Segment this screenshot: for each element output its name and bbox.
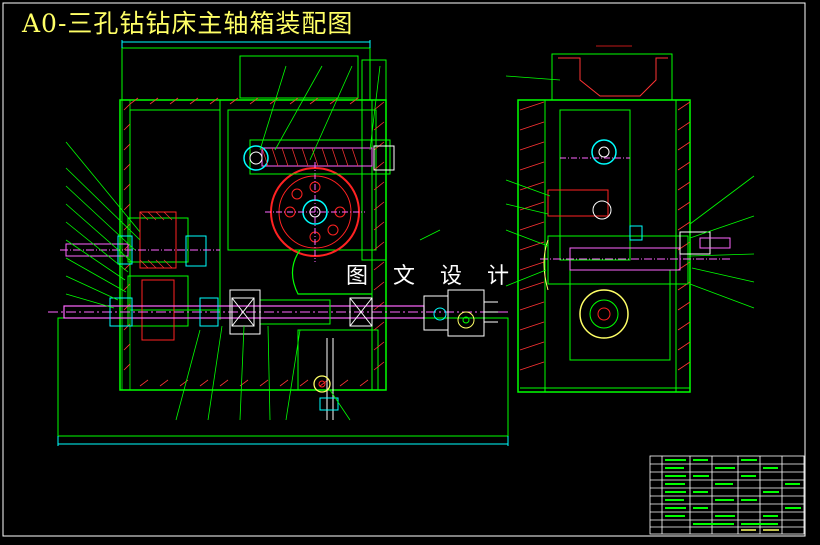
title-block: [649, 455, 805, 535]
coupling: [423, 289, 498, 337]
main-view: [57, 40, 509, 446]
upper-shaft: [243, 139, 395, 175]
drawing-title: A0-三孔钻钻床主轴箱装配图: [22, 9, 354, 38]
main-hatching: [121, 97, 385, 391]
side-leaders: [505, 45, 755, 309]
top-block: [239, 55, 359, 99]
side-inner-chamber: [559, 109, 631, 261]
gear-icon: [265, 162, 365, 262]
side-gears: [540, 139, 731, 339]
drawing-border: [2, 2, 806, 537]
handwheel-icon: [313, 338, 339, 420]
side-view: [517, 53, 691, 393]
side-hatching: [519, 101, 691, 371]
housing-body: [119, 99, 387, 391]
side-top-cap: [551, 53, 673, 101]
base-outline: [57, 317, 509, 437]
part-leaders: [65, 65, 441, 421]
left-gear-stack: [127, 211, 207, 341]
side-housing: [517, 99, 691, 393]
right-column: [361, 59, 387, 261]
gear-chamber: [227, 109, 377, 251]
shaft-icon: [48, 289, 510, 335]
guard-arc: [291, 249, 372, 295]
watermark-text: 图 文 设 计: [346, 264, 518, 289]
bottom-housing: [297, 329, 379, 391]
title-block-entries: [665, 459, 801, 525]
parts-list-table: [649, 455, 805, 535]
bearing-icon: [231, 297, 373, 327]
